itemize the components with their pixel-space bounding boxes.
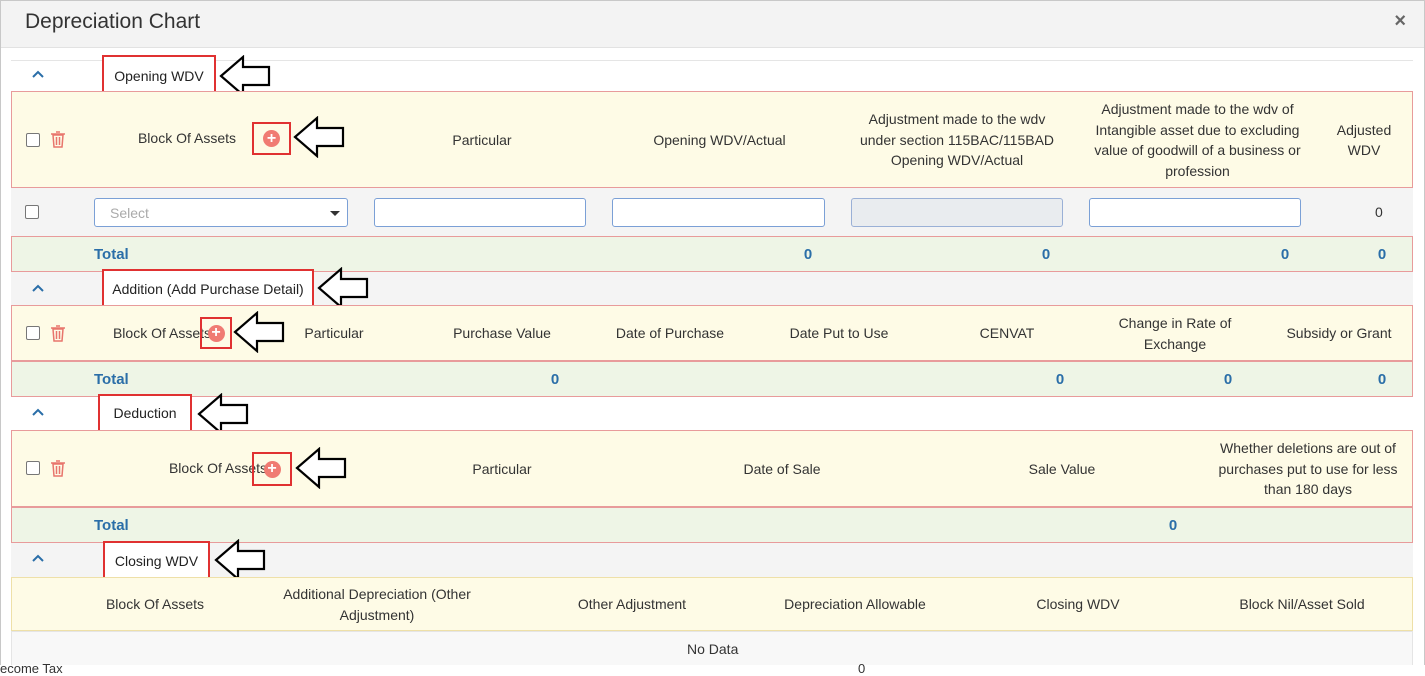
col-change-in-rate-of-exchange: Change in Rate of Exchange [1118,315,1232,352]
opening-wdv-total-row: Total 0 0 0 0 [11,236,1413,272]
particular-input[interactable] [374,198,586,227]
block-of-assets-select[interactable]: Select [94,198,348,227]
col-block-of-assets: Block Of Assets [168,459,268,476]
background-value: 0 [858,661,866,676]
col-cenvat: CENVAT [979,324,1035,341]
left-arrow-icon [214,539,266,581]
chevron-up-icon[interactable] [31,406,45,420]
col-block-of-assets: Block Of Assets [112,324,212,341]
col-opening-wdv-actual: Opening WDV/Actual [653,131,786,148]
total-label: Total [94,371,129,388]
trash-icon[interactable] [50,459,66,477]
chevron-up-icon[interactable] [31,282,45,296]
opening-wdv-input[interactable] [612,198,825,227]
background-text: ecome Tax [0,661,63,676]
background-page-strip: ecome Tax 0 [0,661,1425,676]
closing-wdv-header-row: Block Of Assets Additional Depreciation … [11,577,1413,631]
col-block-nil-asset-sold: Block Nil/Asset Sold [1239,595,1365,612]
deduction-label: Deduction [98,394,192,432]
opening-wdv-header-row: Block Of Assets Particular Opening WDV/A… [11,91,1413,188]
total-label: Total [94,517,129,534]
trash-icon[interactable] [50,324,66,342]
col-adjusted-wdv: Adjusted WDV [1336,121,1392,159]
total-opening-wdv: 0 [803,246,813,263]
adjusted-wdv-value: 0 [1375,204,1383,220]
no-data-text: No Data [687,641,739,657]
col-date-put-to-use: Date Put to Use [789,324,889,341]
opening-wdv-data-row: Select 0 [11,188,1413,236]
chevron-up-icon[interactable] [31,552,45,566]
total-adjusted-wdv: 0 [1377,246,1387,263]
addition-label: Addition (Add Purchase Detail) [102,269,314,308]
col-date-of-sale: Date of Sale [743,460,821,477]
total-purchase-value: 0 [550,371,560,388]
adjustment-115bac-input [851,198,1063,227]
left-arrow-icon [295,447,347,489]
add-deduction-row-button[interactable]: + [252,452,292,486]
plus-circle-icon: + [207,324,225,342]
total-sale-value: 0 [1168,517,1178,534]
col-particular: Particular [472,460,532,477]
total-label: Total [94,246,129,263]
add-opening-row-button[interactable]: + [252,122,291,155]
trash-icon[interactable] [50,130,66,148]
opening-wdv-label: Opening WDV [102,55,216,96]
modal-header: Depreciation Chart × [1,1,1424,48]
total-cenvat: 0 [1055,371,1065,388]
close-icon[interactable]: × [1394,10,1406,32]
col-particular: Particular [304,324,364,341]
col-block-of-assets: Block Of Assets [105,595,205,612]
total-adjustment-115bac: 0 [1041,246,1051,263]
plus-circle-icon: + [263,460,281,478]
plus-circle-icon: + [263,130,280,147]
add-addition-row-button[interactable]: + [200,317,232,349]
total-change-in-rate: 0 [1223,371,1233,388]
modal-title: Depreciation Chart [25,10,201,33]
select-all-checkbox[interactable] [26,461,40,475]
col-block-of-assets: Block Of Assets [137,129,237,146]
col-adjustment-intangible: Adjustment made to the wdv of Intangible… [1094,101,1301,179]
col-sale-value: Sale Value [1028,460,1096,477]
row-checkbox[interactable] [25,205,39,219]
total-subsidy: 0 [1377,371,1387,388]
col-depreciation-allowable: Depreciation Allowable [784,595,926,612]
col-purchase-value: Purchase Value [453,324,551,341]
col-adjustment-115bac: Adjustment made to the wdv under section… [859,111,1055,169]
closing-wdv-empty-row: No Data [11,631,1413,666]
left-arrow-icon [197,393,249,435]
left-arrow-icon [233,311,285,353]
left-arrow-icon [293,116,345,158]
left-arrow-icon [317,267,369,309]
col-subsidy-or-grant: Subsidy or Grant [1286,324,1392,341]
deduction-header-row: Block Of Assets Particular Date of Sale … [11,430,1413,507]
adjustment-intangible-input[interactable] [1089,198,1301,227]
chevron-up-icon[interactable] [31,68,45,82]
select-all-checkbox[interactable] [26,326,40,340]
total-adjustment-intangible: 0 [1280,246,1290,263]
col-deletions-180-days: Whether deletions are out of purchases p… [1218,440,1398,498]
col-date-of-purchase: Date of Purchase [615,324,725,341]
col-additional-depreciation: Additional Depreciation (Other Adjustmen… [283,586,471,623]
addition-total-row: Total 0 0 0 0 [11,361,1413,397]
closing-wdv-label: Closing WDV [103,541,210,580]
opening-wdv-section-header [11,60,1413,91]
col-other-adjustment: Other Adjustment [577,595,687,612]
deduction-total-row: Total 0 [11,507,1413,543]
col-closing-wdv: Closing WDV [1036,595,1120,612]
select-all-checkbox[interactable] [26,133,40,147]
col-particular: Particular [452,131,512,148]
chevron-down-icon [330,211,340,216]
